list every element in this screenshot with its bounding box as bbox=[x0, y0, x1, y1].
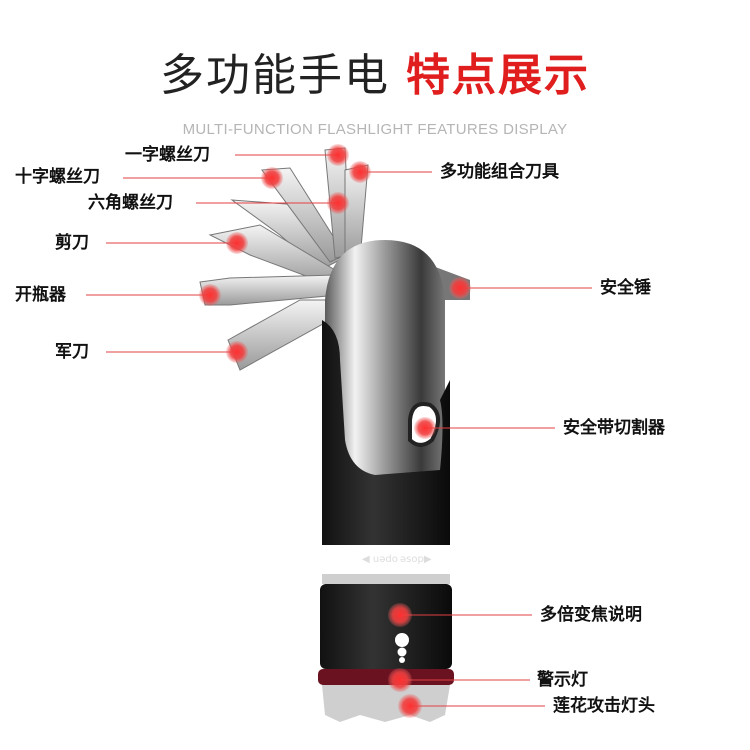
zoom-ring bbox=[320, 584, 452, 669]
label-multitool: 多功能组合刀具 bbox=[440, 162, 559, 182]
label-scissors: 剪刀 bbox=[55, 233, 89, 253]
title-highlight: 特点展示 bbox=[406, 50, 590, 101]
callout-lines bbox=[86, 154, 592, 707]
lotus-head bbox=[322, 685, 450, 722]
title-main: 多功能手电 bbox=[160, 50, 390, 101]
subtitle: MULTI-FUNCTION FLASHLIGHT FEATURES DISPL… bbox=[182, 121, 568, 138]
label-knife: 军刀 bbox=[55, 342, 89, 362]
label-belt-cutter: 安全带切割器 bbox=[563, 418, 665, 438]
multitool-blades bbox=[199, 147, 369, 371]
label-warning-light: 警示灯 bbox=[537, 670, 588, 690]
callout-dots bbox=[199, 144, 471, 718]
label-safety-hammer: 安全锤 bbox=[600, 278, 651, 298]
label-zoom-info: 多倍变焦说明 bbox=[540, 605, 642, 625]
page-title: 多功能手电 特点展示 bbox=[0, 48, 750, 104]
svg-text:əsop▶: əsop▶ bbox=[400, 554, 432, 565]
label-phillips-screwdriver: 十字螺丝刀 bbox=[15, 167, 100, 187]
warning-light bbox=[318, 669, 454, 685]
label-lotus-head: 莲花攻击灯头 bbox=[553, 696, 655, 716]
label-flat-screwdriver: 一字螺丝刀 bbox=[125, 145, 210, 165]
label-hex-screwdriver: 六角螺丝刀 bbox=[88, 193, 173, 213]
svg-text:◀ uədo: ◀ uədo bbox=[362, 554, 398, 565]
label-bottle-opener: 开瓶器 bbox=[15, 285, 66, 305]
rubber-grip bbox=[322, 320, 450, 545]
